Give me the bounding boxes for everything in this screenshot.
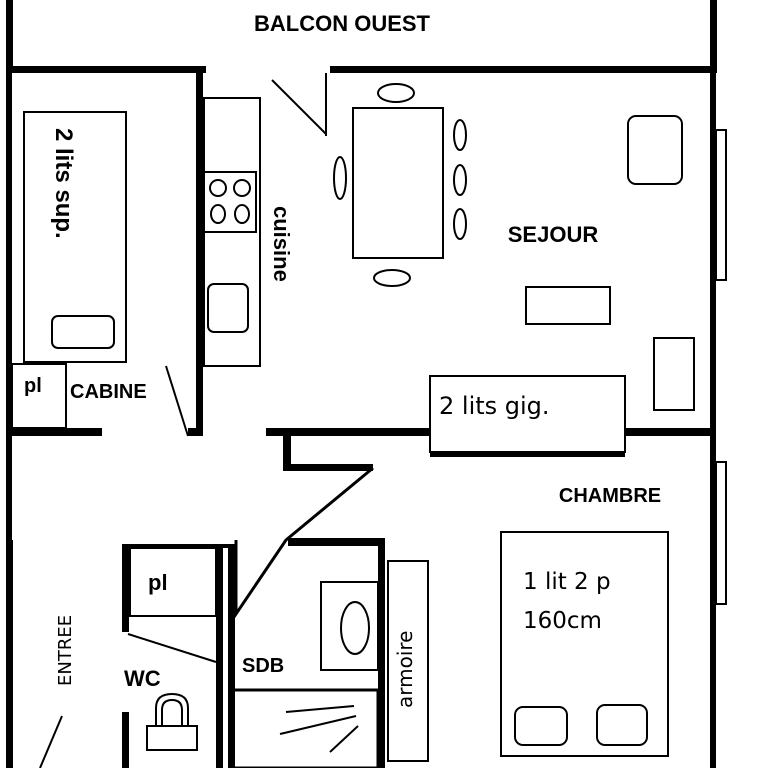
wc-closet — [129, 547, 217, 617]
wall-chambre-jamb — [283, 428, 291, 470]
shower-jet-2 — [279, 715, 357, 735]
door-chambre — [234, 466, 374, 619]
room-label-entree: ENTREE — [55, 615, 76, 686]
chair-left — [333, 156, 347, 200]
chair-right-1 — [453, 119, 467, 151]
cabine-bed — [23, 111, 127, 363]
armoire-label: armoire — [393, 631, 417, 709]
kitchen-hob — [203, 171, 257, 233]
room-label-sejour: SEJOUR — [508, 222, 599, 247]
wall-sdb-right — [378, 538, 385, 768]
chair-right-3 — [453, 208, 467, 240]
wall-chambre-jamb-bottom — [283, 464, 373, 471]
toilet-icon — [155, 692, 189, 726]
chair-top — [377, 83, 415, 103]
chambre-pillow-1 — [514, 706, 568, 746]
sejour-beds-label: 2 lits gig. — [439, 392, 550, 420]
wall-cabine-bottom-stub — [188, 428, 203, 436]
room-label-cuisine: cuisine — [269, 206, 294, 282]
wall-wc-left — [122, 544, 129, 632]
chair-bottom — [373, 269, 411, 287]
chambre: CHAMBRE 1 lit 2 p 160cm armoire — [387, 485, 669, 762]
door-balcony — [271, 79, 327, 135]
chambre-bed-label-1: 1 lit 2 p — [523, 569, 611, 595]
hob-burner-1 — [209, 179, 227, 197]
wall-left — [6, 66, 12, 768]
window-chambre — [715, 461, 727, 605]
sdb: SDB — [230, 581, 380, 768]
wc-closet-label: pl — [148, 570, 168, 595]
wall-sdb-top — [288, 538, 384, 546]
doors — [11, 73, 374, 768]
wall-cabine-right — [196, 66, 203, 436]
sdb-bathtub — [230, 688, 380, 768]
wc: pl WC — [124, 547, 217, 751]
wall-balcony-right — [710, 0, 717, 72]
cuisine: cuisine — [203, 97, 294, 367]
armoire — [387, 560, 429, 762]
wall-sejour-chambre-right — [625, 428, 716, 436]
shower-jet-3 — [329, 725, 359, 753]
cabine-beds-label: 2 lits sup. — [50, 128, 77, 239]
wall-wc-left-lower — [122, 712, 129, 768]
door-entree — [39, 715, 63, 768]
cabine-closet — [11, 363, 67, 429]
room-label-balcon: BALCON OUEST — [254, 11, 431, 36]
sdb-vanity — [320, 581, 379, 671]
sejour: SEJOUR 2 lits gig. — [333, 83, 695, 457]
armchair — [627, 115, 683, 185]
toilet-tank — [146, 725, 198, 751]
toilet-icon-inner — [161, 698, 183, 726]
sdb-basin — [340, 601, 370, 655]
sejour-beds-base — [430, 452, 625, 457]
chambre-pillow-2 — [596, 704, 648, 746]
door-cabine — [165, 365, 189, 437]
cabine: 2 lits sup. pl CABINE — [11, 111, 147, 429]
chambre-bed — [500, 531, 669, 757]
wall-cabine-bottom — [6, 428, 102, 436]
dining-table — [352, 107, 444, 259]
hob-burner-4 — [234, 204, 250, 224]
cabine-closet-label: pl — [24, 375, 42, 397]
wall-top-right — [330, 66, 717, 73]
wall-top-left — [6, 66, 206, 73]
shower-jet-1 — [285, 705, 355, 713]
room-label-chambre: CHAMBRE — [559, 485, 661, 507]
wall-right — [710, 66, 716, 768]
window-sejour — [715, 129, 727, 281]
room-label-wc: WC — [124, 666, 161, 691]
room-label-cabine: CABINE — [70, 381, 147, 403]
kitchen-sink — [207, 283, 249, 333]
hob-burner-3 — [210, 204, 226, 224]
wall-left-outer — [6, 0, 13, 70]
side-cabinet — [653, 337, 695, 411]
wall-sejour-chambre-left — [266, 428, 430, 436]
chambre-bed-label-2: 160cm — [523, 608, 602, 634]
room-label-sdb: SDB — [242, 655, 284, 677]
coffee-table — [525, 286, 611, 325]
door-wc — [127, 633, 217, 663]
walls — [6, 0, 727, 768]
cabine-pillow — [51, 315, 115, 349]
wall-wc-top — [122, 544, 232, 548]
chair-right-2 — [453, 164, 467, 196]
wall-wc-sdb — [216, 544, 223, 768]
wall-sdb-left — [228, 544, 235, 768]
hob-burner-2 — [233, 179, 251, 197]
